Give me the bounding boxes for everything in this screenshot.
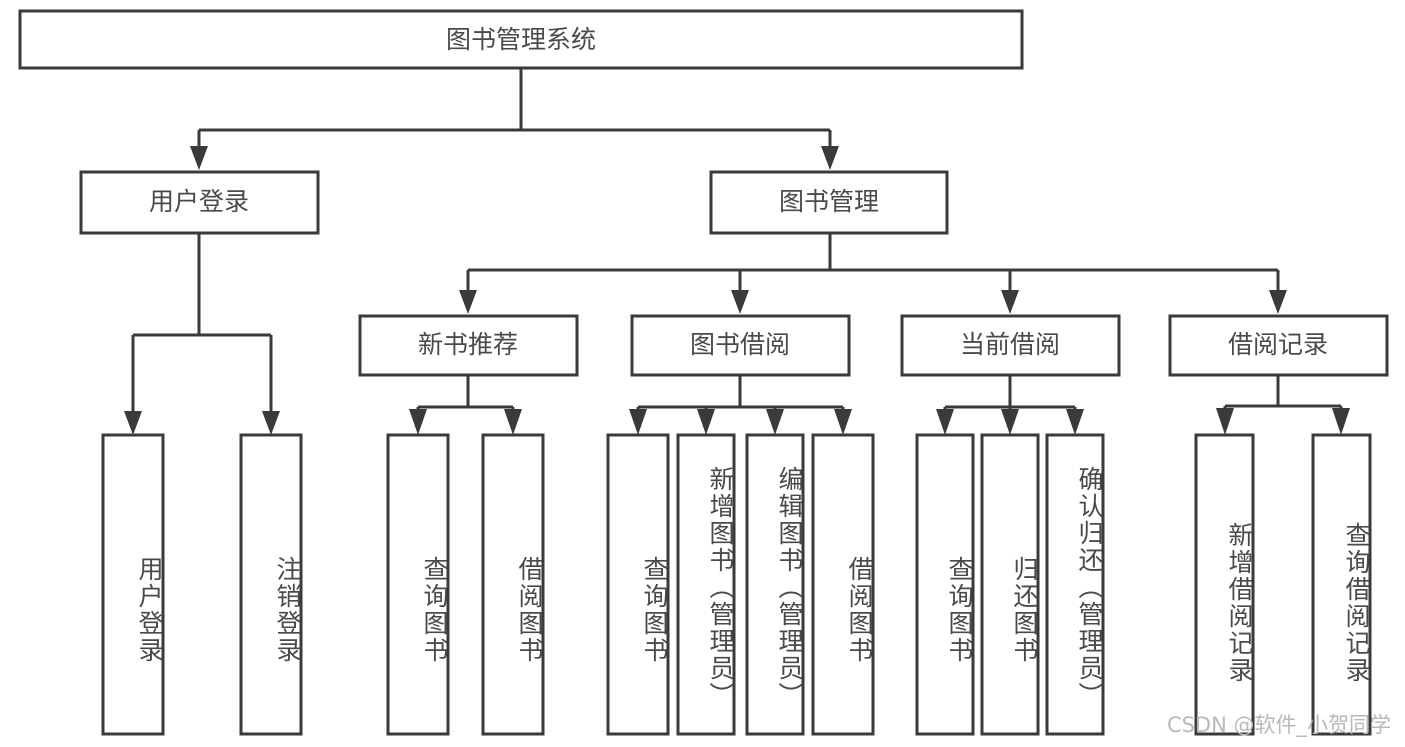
arrowhead-bookborrow-leaf-4 bbox=[834, 409, 852, 435]
leaf-box-book-borrow-1[interactable] bbox=[606, 433, 670, 736]
leaf-box-borrow-record-2[interactable] bbox=[1311, 433, 1372, 736]
arrowhead-newbook-leaf-2 bbox=[504, 409, 522, 435]
arrowhead-book-manage bbox=[821, 146, 839, 170]
node-user-login-label: 用户登录 bbox=[149, 187, 249, 216]
node-book-borrow-box[interactable] bbox=[630, 314, 851, 377]
arrowhead-currentborrow-leaf-1 bbox=[936, 409, 954, 435]
node-user-login-box[interactable] bbox=[79, 170, 320, 235]
arrowhead-userlogin-leaf-2 bbox=[262, 411, 280, 435]
arrowhead-borrow-record bbox=[1269, 290, 1287, 314]
arrowhead-userlogin-leaf-1 bbox=[124, 411, 142, 435]
leaf-box-book-borrow-4[interactable] bbox=[811, 433, 875, 736]
node-root-box[interactable] bbox=[18, 9, 1024, 70]
node-book-manage-box[interactable] bbox=[709, 170, 949, 235]
connector-layer bbox=[124, 68, 1350, 435]
node-borrow-record[interactable]: 借阅记录 bbox=[1168, 314, 1389, 377]
arrowhead-bookborrow-leaf-2 bbox=[697, 409, 715, 435]
node-current-borrow-label: 当前借阅 bbox=[960, 330, 1060, 359]
arrowhead-book-borrow bbox=[731, 290, 749, 314]
arrowhead-newbook-leaf-1 bbox=[409, 409, 427, 435]
watermark-text: CSDN @软件_小贺同学 bbox=[1166, 713, 1391, 737]
node-current-borrow[interactable]: 当前借阅 bbox=[900, 314, 1121, 377]
node-new-book-rec-label: 新书推荐 bbox=[418, 330, 518, 359]
leaf-box-layer bbox=[101, 433, 1372, 736]
leaf-box-new-book-rec-2[interactable] bbox=[481, 433, 545, 736]
arrowhead-bookborrow-leaf-1 bbox=[629, 409, 647, 435]
leaf-box-current-borrow-3[interactable] bbox=[1045, 433, 1105, 736]
leaf-box-book-borrow-2[interactable] bbox=[676, 433, 736, 736]
arrowhead-currentborrow-leaf-2 bbox=[1001, 409, 1019, 435]
node-borrow-record-box[interactable] bbox=[1168, 314, 1389, 377]
node-root-label: 图书管理系统 bbox=[446, 25, 596, 54]
node-book-manage-label: 图书管理 bbox=[779, 187, 879, 216]
node-book-borrow[interactable]: 图书借阅 bbox=[630, 314, 851, 377]
arrowhead-bookborrow-leaf-3 bbox=[766, 409, 784, 435]
node-root[interactable]: 图书管理系统 bbox=[18, 9, 1024, 70]
node-book-manage[interactable]: 图书管理 bbox=[709, 170, 949, 235]
leaf-box-book-borrow-3[interactable] bbox=[745, 433, 805, 736]
leaf-box-user-login-2[interactable] bbox=[239, 433, 303, 736]
leaf-box-new-book-rec-1[interactable] bbox=[386, 433, 450, 736]
node-new-book-rec-box[interactable] bbox=[358, 314, 579, 377]
leaf-box-borrow-record-1[interactable] bbox=[1194, 433, 1255, 736]
node-current-borrow-box[interactable] bbox=[900, 314, 1121, 377]
node-book-borrow-label: 图书借阅 bbox=[690, 330, 790, 359]
node-new-book-rec[interactable]: 新书推荐 bbox=[358, 314, 579, 377]
node-user-login[interactable]: 用户登录 bbox=[79, 170, 320, 235]
arrowhead-user-login bbox=[190, 146, 208, 170]
leaf-box-current-borrow-1[interactable] bbox=[915, 433, 975, 736]
arrowhead-current-borrow bbox=[1001, 290, 1019, 314]
leaf-box-current-borrow-2[interactable] bbox=[980, 433, 1040, 736]
arrowhead-currentborrow-leaf-3 bbox=[1066, 409, 1084, 435]
arrowhead-new-book-rec bbox=[459, 290, 477, 314]
node-borrow-record-label: 借阅记录 bbox=[1228, 330, 1328, 359]
arrowhead-borrowrecord-leaf-1 bbox=[1216, 408, 1234, 435]
arrowhead-borrowrecord-leaf-2 bbox=[1332, 408, 1350, 435]
leaf-box-user-login-1[interactable] bbox=[101, 433, 165, 736]
